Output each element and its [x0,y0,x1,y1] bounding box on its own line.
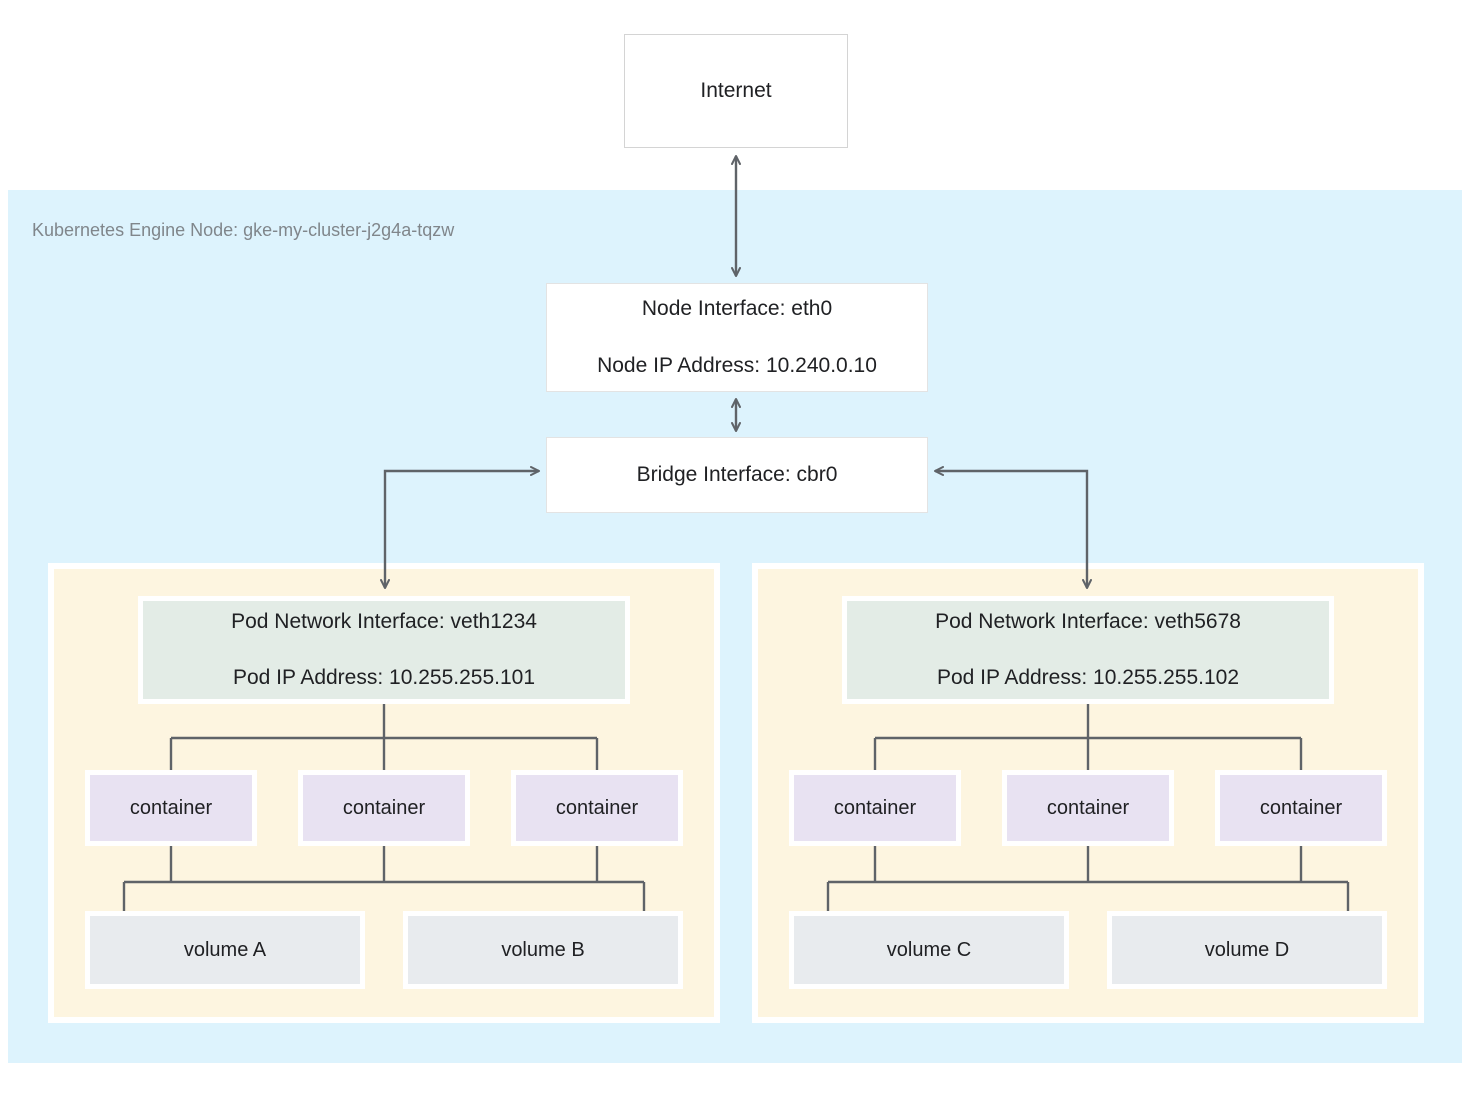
internet-box: Internet [624,34,848,148]
pod-right-iface-line1: Pod Network Interface: veth5678 [935,609,1241,633]
pod-left-volume-a: volume A [85,911,365,989]
pod-left-iface-line2: Pod IP Address: 10.255.255.101 [232,666,536,690]
pod-left-network-interface-box: Pod Network Interface: veth1234 Pod IP A… [138,596,630,704]
node-interface-line2: Node IP Address: 10.240.0.10 [597,353,877,377]
pod-left-container-3: container [511,770,683,846]
pod-left-iface-line1: Pod Network Interface: veth1234 [231,609,537,633]
pod-right-container-3: container [1215,770,1387,846]
pod-right-iface-line2: Pod IP Address: 10.255.255.102 [936,666,1240,690]
pod-right-volume-d: volume D [1107,911,1387,989]
node-interface-line1: Node Interface: eth0 [641,297,833,321]
kubernetes-node-label: Kubernetes Engine Node: gke-my-cluster-j… [32,220,455,240]
pod-right-container-2: container [1002,770,1174,846]
bridge-interface-box: Bridge Interface: cbr0 [546,437,928,513]
pod-left-container-1: container [85,770,257,846]
node-interface-box: Node Interface: eth0 Node IP Address: 10… [546,283,928,392]
pod-left-container-2: container [298,770,470,846]
pod-right-volume-c: volume C [789,911,1069,989]
pod-right-container-1: container [789,770,961,846]
pod-left-volume-b: volume B [403,911,683,989]
pod-right-network-interface-box: Pod Network Interface: veth5678 Pod IP A… [842,596,1334,704]
